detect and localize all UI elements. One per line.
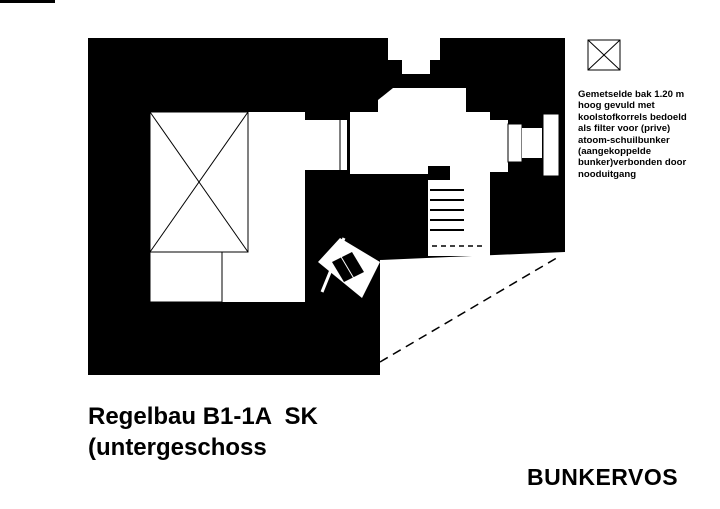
exit-frame (542, 113, 560, 177)
legend-line: hoog gevuld met (578, 100, 655, 112)
stair-landing-block (428, 166, 450, 180)
emergency-exit-hatch-line (339, 254, 357, 283)
legend-line: atoom-schuilbunker (578, 134, 670, 146)
exit-passage (490, 120, 508, 172)
corridor (305, 120, 347, 170)
periscope-top (388, 38, 440, 60)
periscope-bevel (378, 88, 393, 100)
legend-description: Gemetselde bak 1.20 m hoog gevuld met ko… (578, 89, 718, 180)
legend-line: nooduitgang (578, 168, 637, 180)
entrance-hall (350, 112, 490, 174)
legend-line: bunker)verbonden door (578, 157, 687, 169)
emergency-exit-frame (320, 237, 346, 293)
plan-title-line-2: (untergeschoss (88, 434, 267, 461)
legend-line: (aangekoppelde (578, 146, 652, 158)
stair-shaft (428, 170, 490, 256)
exit-door (507, 123, 523, 163)
legend-line: Gemetselde bak 1.20 m (578, 89, 685, 100)
legend-line: als filter voor (prive) (578, 123, 671, 135)
periscope-stem (408, 74, 422, 84)
author-signature: BUNKERVOS (527, 464, 679, 490)
plan-title-line-1: Regelbau B1-1A SK (88, 403, 318, 430)
legend-cross-b (587, 39, 621, 71)
periscope-base (378, 88, 466, 116)
wall-corner (360, 252, 380, 375)
periscope-neck (402, 60, 430, 74)
connected-bunker-outline (379, 255, 561, 363)
filter-box-cross-b (149, 111, 249, 253)
side-bay (149, 251, 223, 303)
legend-line: koolstofkorrels bedoeld (578, 111, 687, 123)
emergency-exit-hatch (332, 252, 364, 282)
exit-sill (522, 128, 542, 158)
corner-mark (0, 0, 55, 3)
plan-title: Regelbau B1-1A SK (untergeschoss (88, 401, 318, 463)
